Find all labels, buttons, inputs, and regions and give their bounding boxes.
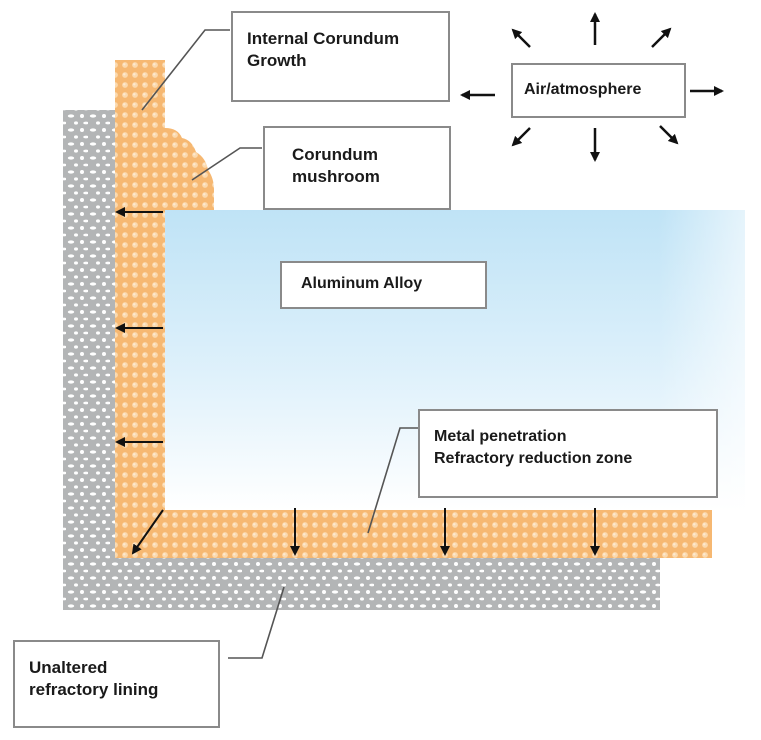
- unaltered-line1: Unaltered: [29, 658, 108, 677]
- leader-unaltered-lining: [228, 586, 285, 659]
- corundum-mushroom-line1: Corundum: [292, 145, 378, 164]
- aluminum-alloy-text: Aluminum Alloy: [301, 275, 423, 292]
- aluminum-alloy-label: Aluminum Alloy: [280, 261, 487, 309]
- leader-metal-penetration: [367, 427, 418, 534]
- corundum-mushroom-label: Corundum mushroom: [263, 126, 451, 210]
- metal-penetration-line2: Refractory reduction zone: [434, 450, 633, 467]
- unaltered-line2: refractory lining: [29, 680, 159, 699]
- internal-corundum-line2: Growth: [247, 51, 307, 70]
- arrow-up-left-icon: [511, 28, 531, 48]
- arrow-down-left-icon: [131, 509, 164, 555]
- atmosphere-arrows: [460, 12, 724, 162]
- leader-corundum-mushroom: [191, 147, 262, 181]
- metal-penetration-label: Metal penetration Refractory reduction z…: [418, 409, 718, 498]
- internal-corundum-growth-label: Internal Corundum Growth: [231, 11, 450, 102]
- corundum-mushroom-line2: mushroom: [292, 167, 380, 186]
- leader-internal-corundum: [141, 29, 230, 111]
- wall-penetration-arrows: [115, 207, 163, 447]
- corundum-mushroom-shape: [165, 128, 214, 212]
- air-atmosphere-label: Air/atmosphere: [511, 63, 686, 118]
- arrow-down-left-icon: [511, 127, 531, 147]
- air-atmosphere-text: Air/atmosphere: [524, 81, 642, 98]
- unaltered-refractory-lining: [63, 110, 660, 610]
- reduction-zone: [115, 60, 712, 558]
- unaltered-refractory-label: Unaltered refractory lining: [13, 640, 220, 728]
- metal-penetration-line1: Metal penetration: [434, 428, 567, 445]
- arrow-up-right-icon: [651, 27, 672, 48]
- leader-lines: [141, 29, 418, 659]
- arrow-down-right-icon: [659, 125, 679, 145]
- floor-penetration-arrows: [131, 508, 600, 556]
- internal-corundum-line1: Internal Corundum: [247, 29, 400, 48]
